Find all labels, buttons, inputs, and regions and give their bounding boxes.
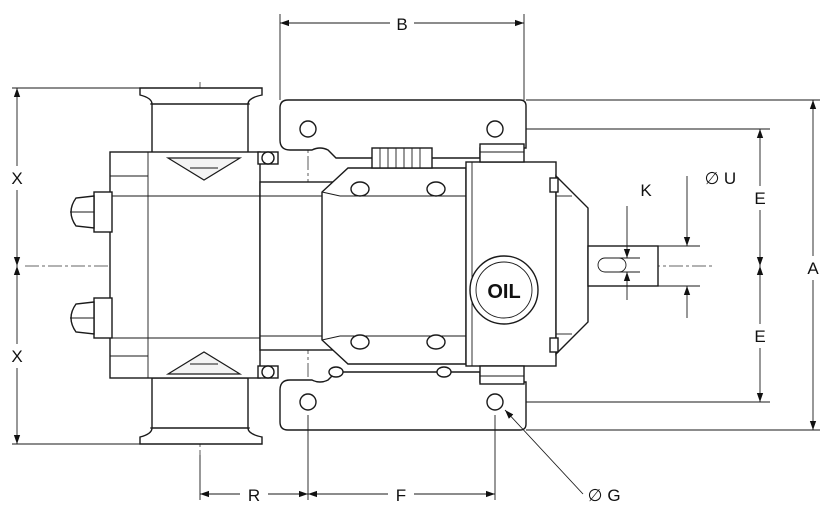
oil-plug-label: OIL <box>487 281 520 303</box>
cap-nut-upper <box>70 191 113 233</box>
dim-label-g: G <box>607 486 620 505</box>
dim-label-x-bottom: X <box>11 347 22 366</box>
dim-label-x-top: X <box>11 169 22 188</box>
oil-plug: OIL <box>469 255 539 325</box>
dim-label-u: U <box>724 169 736 188</box>
gear-case <box>321 147 467 378</box>
dim-label-b: B <box>396 15 407 34</box>
dim-label-e-top: E <box>754 189 765 208</box>
diameter-symbol-g: ∅ <box>588 486 603 505</box>
top-port <box>139 87 263 155</box>
dim-label-f: F <box>396 486 406 505</box>
drive-shaft <box>587 245 659 287</box>
dim-label-r: R <box>248 486 260 505</box>
pump-head <box>109 151 261 379</box>
dimension-labels: B A E E X X K ∅ U R F ∅ G <box>11 15 819 505</box>
dimension-lines <box>12 14 820 500</box>
cap-nut-lower <box>70 297 113 339</box>
dim-label-a: A <box>807 259 819 278</box>
dim-label-k: K <box>640 181 652 200</box>
base-plate <box>279 99 527 431</box>
dim-label-e-bottom: E <box>754 327 765 346</box>
head-bolts <box>257 151 279 379</box>
bottom-port <box>139 377 263 445</box>
diameter-symbol-u: ∅ <box>705 169 720 188</box>
